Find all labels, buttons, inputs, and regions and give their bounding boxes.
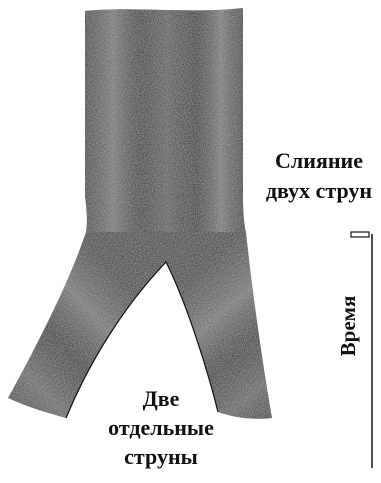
merged-strings-label-line1: Слияние <box>258 146 380 176</box>
merged-string-trunk <box>85 8 246 232</box>
separate-strings-label-line3: струны <box>86 442 236 471</box>
merged-strings-label: Слияние двух струн <box>258 146 380 206</box>
separate-strings-label-line1: Две <box>86 384 236 413</box>
time-axis-label: Время <box>335 286 361 366</box>
time-axis-marker <box>351 232 369 237</box>
separate-strings-label: Две отдельные струны <box>86 384 236 471</box>
separate-strings-label-line2: отдельные <box>86 413 236 442</box>
merged-strings-label-line2: двух струн <box>258 176 380 206</box>
